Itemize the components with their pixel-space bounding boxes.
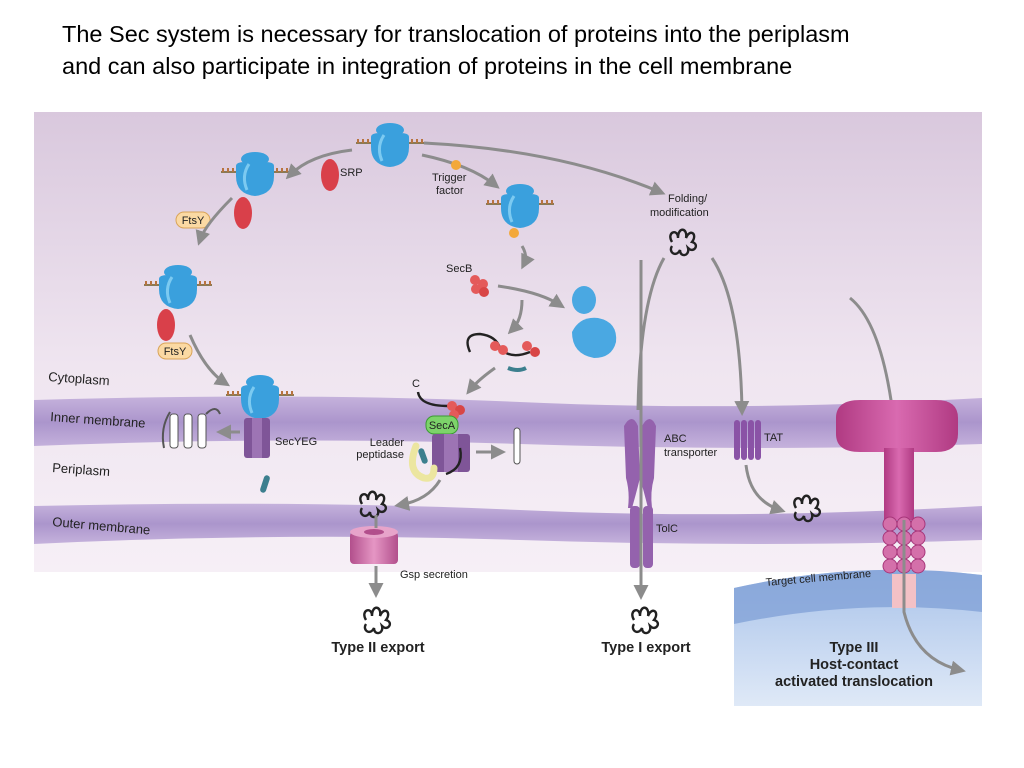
arrow-to-tat: [710, 257, 750, 416]
ftsy-label-2: FtsY: [164, 346, 187, 358]
secyeg-channel-seca: [432, 434, 470, 476]
ftsy-label-1: FtsY: [182, 215, 205, 227]
arrow-type3-injection: [902, 520, 966, 676]
arrow-to-folding: [423, 141, 666, 196]
type3-label-3: activated translocation: [775, 674, 933, 690]
gsp-label: Gsp secretion: [400, 569, 468, 581]
released-ribosome: [572, 286, 617, 358]
integrated-membrane-protein: [161, 408, 221, 449]
type2-export-label: Type II export: [331, 640, 424, 656]
slide-title-line-2: and can also participate in integration …: [62, 53, 793, 79]
type1-export-label: Type I export: [601, 640, 690, 656]
arrow-to-abc: [636, 257, 666, 411]
tolc-label: TolC: [656, 523, 678, 535]
type3-label-2: Host-contact: [810, 657, 899, 673]
leader-label-2: peptidase: [356, 449, 404, 461]
type3-label-1: Type III: [830, 640, 879, 656]
arrow-secb-bind: [507, 299, 524, 335]
tat-translocase: [734, 420, 761, 460]
tat-label: TAT: [764, 432, 783, 444]
ftsy-badge-2: [157, 342, 193, 360]
secyeg-channel: [244, 418, 270, 458]
arrow-srp-binding: [285, 148, 353, 180]
trigger-factor-dot: [451, 160, 461, 170]
inserted-protein: [513, 427, 521, 465]
seca-label: SecA: [429, 420, 456, 432]
arrow-to-periplasm: [394, 479, 442, 511]
signal-peptide-fragment: [260, 475, 270, 493]
arrow-tat-export: [744, 464, 786, 515]
ftsy-badge-1: [175, 211, 211, 229]
target-cell-membrane: [734, 569, 982, 624]
periplasm-label: Periplasm: [52, 460, 111, 479]
leader-label-1: Leader: [370, 437, 405, 449]
c-terminus-label: C: [412, 378, 420, 390]
slide-title: The Sec system is necessary for transloc…: [62, 18, 962, 82]
folding-label-2: modification: [650, 207, 709, 219]
secb-label: SecB: [446, 263, 472, 275]
arrow-to-ftsy: [195, 196, 234, 246]
arrow-to-trigger-factor: [421, 153, 500, 189]
trigger-label-2: factor: [436, 185, 464, 197]
inner-membrane-label: Inner membrane: [50, 409, 146, 431]
type1-secreted-protein: [631, 606, 660, 635]
secb-bound-preprotein: [466, 332, 540, 372]
secb-chaperone: [470, 275, 489, 297]
gsp-secretin: [350, 526, 398, 564]
arrow-to-secyeg: [188, 334, 231, 387]
cytoplasm-background: [34, 112, 982, 572]
trigger-label-1: Trigger: [432, 172, 467, 184]
tolc-channel: [630, 506, 653, 568]
secyeg-label: SecYEG: [275, 436, 317, 448]
srp-protein: [157, 159, 339, 341]
leader-peptidase: [408, 442, 438, 482]
folding-label-1: Folding/: [668, 193, 708, 205]
abc-label-2: transporter: [664, 447, 718, 459]
srp-label: SRP: [340, 167, 363, 179]
cytoplasm-label: Cytoplasm: [48, 369, 110, 388]
arrow-secb-release: [497, 284, 566, 309]
abc-transporter: [624, 419, 656, 508]
slide-title-line-1: The Sec system is necessary for transloc…: [62, 21, 850, 47]
arrow-to-seca: [466, 366, 496, 395]
abc-label-1: ABC: [664, 433, 687, 445]
arrow-nascent-chain: [520, 245, 535, 270]
type2-secreted-protein: [363, 606, 392, 635]
outer-membrane: [34, 503, 982, 544]
